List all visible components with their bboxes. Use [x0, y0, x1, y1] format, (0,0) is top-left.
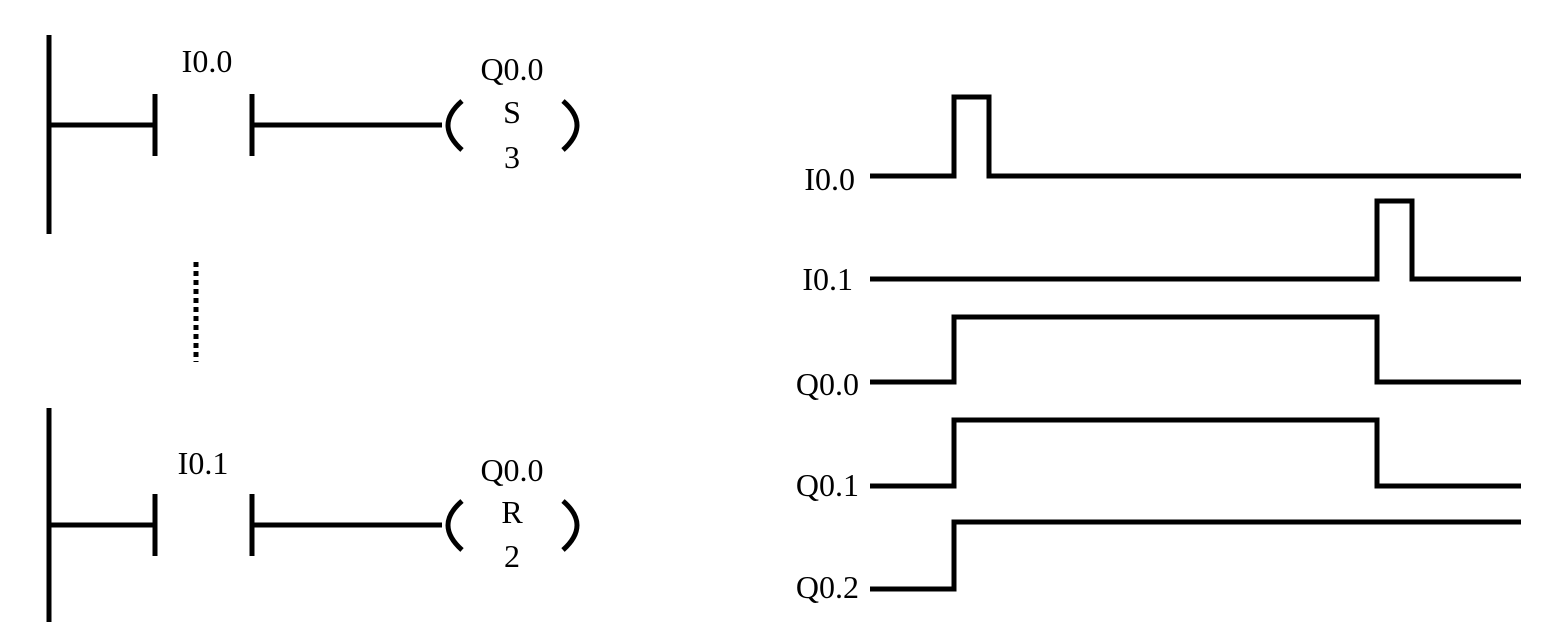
coil-2-left-paren: [445, 499, 464, 552]
coil-2-address: Q0.0: [480, 452, 543, 488]
rung-1: I0.0 Q0.0 S 3: [46, 35, 580, 234]
waveform-i00: [870, 94, 1521, 179]
signal-label-q01: Q0.1: [796, 467, 859, 503]
timing-diagram: I0.0 I0.1 Q0.0 Q0.1 Q0.2: [796, 94, 1521, 605]
signal-label-i00: I0.0: [804, 161, 855, 197]
coil-2-right-paren: [561, 499, 580, 552]
signal-label-q00: Q0.0: [796, 366, 859, 402]
signal-label-i01: I0.1: [802, 261, 853, 297]
contact-i00-label: I0.0: [182, 43, 233, 79]
waveform-q02: [870, 519, 1521, 592]
coil-1-address: Q0.0: [480, 51, 543, 87]
rung-2: I0.1 Q0.0 R 2: [46, 408, 580, 622]
coil-1-left-paren: [445, 99, 464, 152]
coil-1-count: 3: [504, 139, 520, 175]
signal-label-q02: Q0.2: [796, 569, 859, 605]
waveform-q01: [870, 417, 1521, 489]
coil-2-type: R: [501, 494, 523, 530]
coil-2-count: 2: [504, 538, 520, 574]
contact-i01-label: I0.1: [178, 445, 229, 481]
waveform-i01: [870, 198, 1521, 282]
waveform-q00: [870, 314, 1521, 385]
coil-1-right-paren: [561, 99, 580, 152]
coil-1-type: S: [503, 94, 521, 130]
